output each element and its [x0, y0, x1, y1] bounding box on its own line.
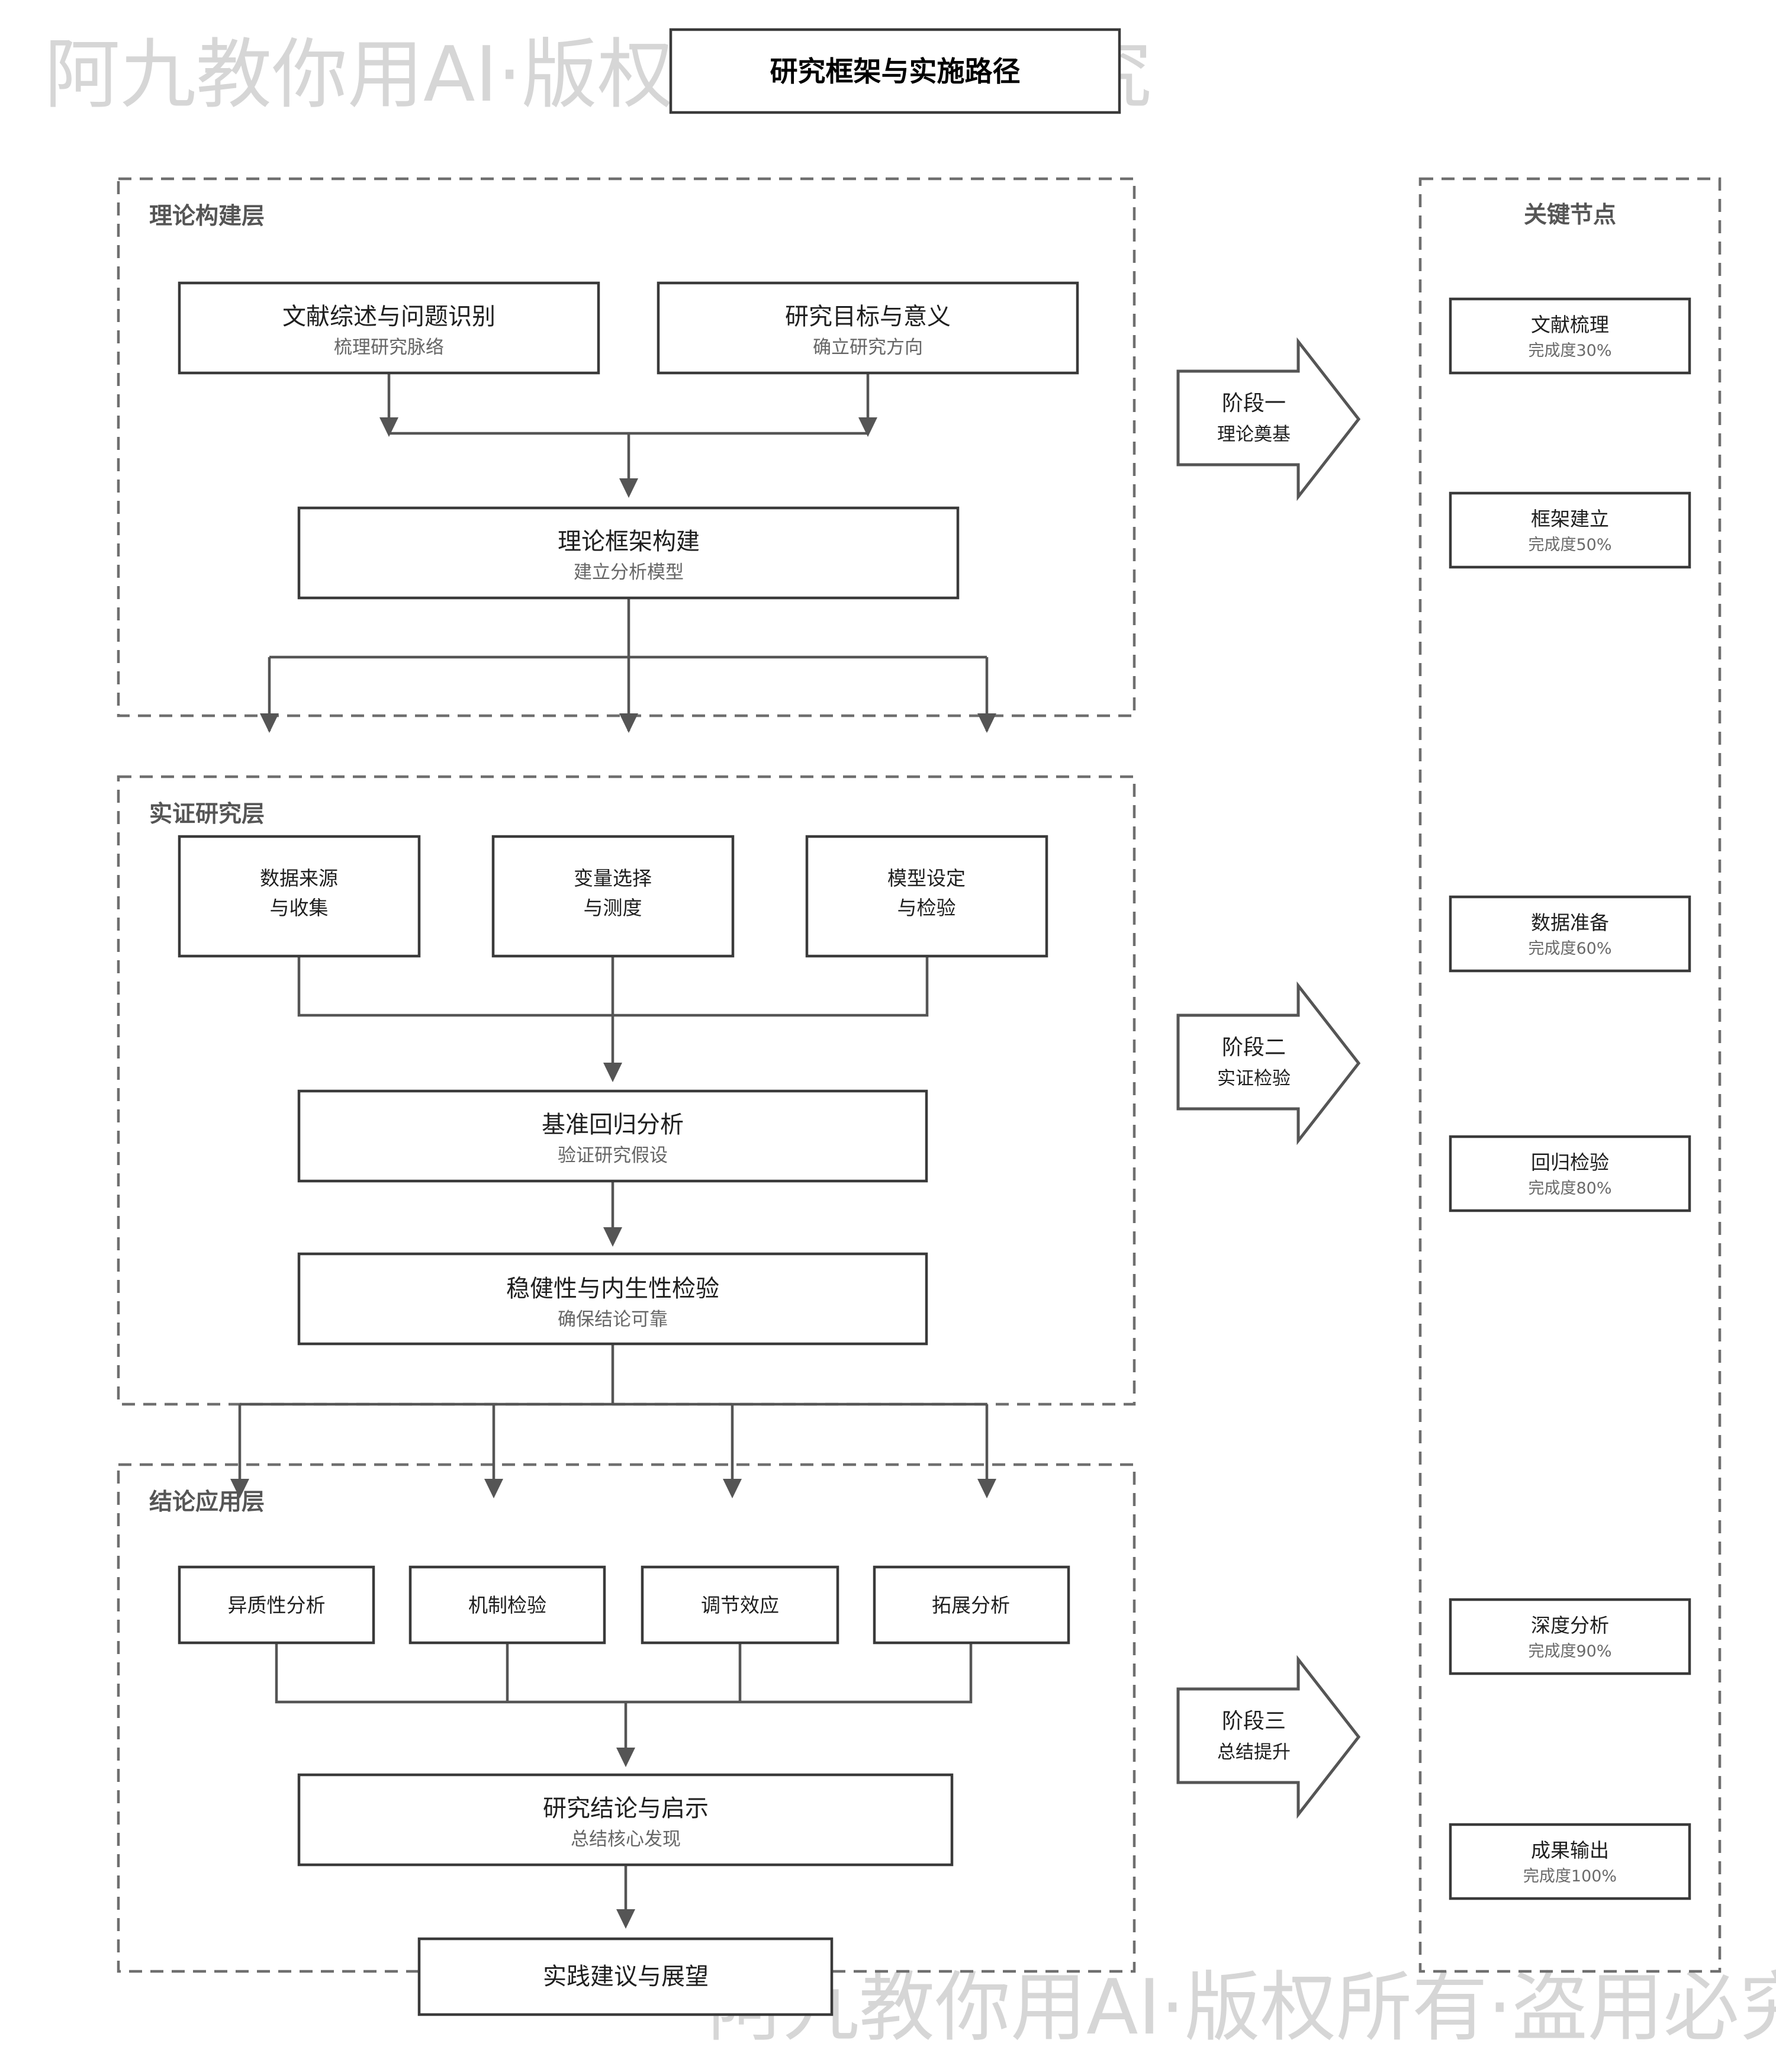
milestones-heading: 关键节点: [1524, 202, 1616, 229]
heterogeneity-label: 异质性分析: [228, 1594, 326, 1617]
model-spec-line2: 与检验: [897, 896, 956, 919]
data-source-line1: 数据来源: [260, 867, 338, 890]
diagram-title: 研究框架与实施路径: [770, 56, 1021, 88]
baseline-regression-title: 基准回归分析: [542, 1111, 684, 1138]
theory-framework-title: 理论框架构建: [558, 528, 700, 555]
watermark-bottom: 阿九教你用AI·版权所有·盗用必究: [707, 1964, 1776, 2052]
arrowhead-findings: [616, 1748, 635, 1767]
milestone-5-progress: 完成度90%: [1528, 1642, 1611, 1661]
phase-2-subtitle: 实证检验: [1217, 1068, 1291, 1089]
extension-label: 拓展分析: [932, 1594, 1010, 1617]
arrowhead-recommendations: [616, 1909, 635, 1929]
phase-3-arrow: [1176, 1655, 1361, 1819]
theory-layer-section: [117, 177, 1136, 718]
heterogeneity-box: [178, 1565, 375, 1645]
empirical-layer-section: [117, 775, 1136, 1406]
milestone-5-box: [1449, 1598, 1691, 1675]
moderation-label: 调节效应: [701, 1594, 779, 1617]
literature-review-subtitle: 梳理研究脉络: [334, 337, 444, 358]
arrowhead-empirical-out-4: [977, 1479, 996, 1498]
phase-1-arrow: [1176, 337, 1361, 501]
research-goals-subtitle: 确立研究方向: [813, 337, 923, 358]
milestone-3-progress: 完成度60%: [1528, 940, 1611, 958]
milestone-2-box: [1449, 491, 1691, 569]
title-box: [669, 28, 1121, 114]
arrowheads: [230, 417, 996, 1929]
research-goals-box: [657, 281, 1079, 375]
arrowhead-robustness: [603, 1227, 622, 1247]
mechanism-label: 机制检验: [468, 1594, 546, 1617]
milestone-4-name: 回归检验: [1531, 1151, 1609, 1174]
literature-review-title: 文献综述与问题识别: [282, 303, 496, 330]
phase-3-subtitle: 总结提升: [1217, 1742, 1291, 1763]
phase-3-title: 阶段三: [1222, 1709, 1286, 1733]
phase-2-arrow: [1176, 981, 1361, 1146]
findings-title: 研究结论与启示: [543, 1795, 709, 1822]
milestone-1-name: 文献梳理: [1531, 313, 1609, 336]
milestone-4-box: [1449, 1135, 1691, 1212]
model-spec-box: [805, 835, 1048, 958]
milestone-2-progress: 完成度50%: [1528, 536, 1611, 554]
arrowhead-goals: [858, 417, 877, 437]
milestone-4-progress: 完成度80%: [1528, 1179, 1611, 1198]
research-goals-title: 研究目标与意义: [785, 303, 951, 330]
milestone-6-name: 成果输出: [1531, 1839, 1609, 1862]
arrowhead-framework: [619, 478, 638, 498]
phase-2-title: 阶段二: [1222, 1035, 1286, 1060]
recommendations-label: 实践建议与展望: [543, 1963, 709, 1990]
data-source-line2: 与收集: [270, 896, 329, 919]
milestone-2-name: 框架建立: [1531, 507, 1609, 530]
milestone-1-box: [1449, 297, 1691, 375]
findings-box: [297, 1773, 954, 1867]
arrowhead-empirical-out-1: [230, 1479, 249, 1498]
milestone-3-name: 数据准备: [1531, 911, 1609, 934]
mechanism-box: [408, 1565, 606, 1645]
milestone-5-name: 深度分析: [1531, 1614, 1609, 1637]
milestone-6-progress: 完成度100%: [1523, 1867, 1617, 1886]
arrowhead-literature: [379, 417, 398, 437]
arrowhead-empirical-out-3: [723, 1479, 742, 1498]
milestone-1-progress: 完成度30%: [1528, 342, 1611, 360]
literature-review-box: [178, 281, 600, 375]
robustness-title: 稳健性与内生性检验: [506, 1275, 719, 1302]
robustness-box: [297, 1252, 928, 1346]
milestone-6-box: [1449, 1823, 1691, 1900]
baseline-regression-subtitle: 验证研究假设: [558, 1145, 668, 1166]
model-spec-line1: 模型设定: [887, 867, 966, 890]
conclusion-layer-label: 结论应用层: [149, 1489, 265, 1516]
connector-lines: [238, 373, 989, 1921]
baseline-regression-box: [297, 1089, 928, 1183]
arrowhead-theory-out-3: [977, 713, 996, 733]
phase-1-subtitle: 理论奠基: [1217, 424, 1291, 445]
robustness-subtitle: 确保结论可靠: [558, 1309, 668, 1330]
theory-framework-box: [297, 506, 960, 600]
findings-subtitle: 总结核心发现: [571, 1829, 681, 1850]
phase-1-title: 阶段一: [1222, 391, 1286, 416]
milestones-section: [1418, 177, 1722, 1973]
extension-box: [873, 1565, 1070, 1645]
data-source-box: [178, 835, 421, 958]
recommendations-box: [417, 1937, 834, 2016]
empirical-layer-label: 实证研究层: [149, 801, 265, 828]
arrowhead-empirical-out-2: [484, 1479, 503, 1498]
theory-framework-subtitle: 建立分析模型: [574, 562, 684, 583]
arrowhead-regression: [603, 1063, 622, 1082]
moderation-box: [641, 1565, 839, 1645]
connector-conclusion-merge: [275, 1643, 973, 1704]
variable-selection-box: [491, 835, 735, 958]
theory-layer-label: 理论构建层: [149, 203, 265, 230]
variable-selection-line2: 与测度: [584, 896, 642, 919]
variable-selection-line1: 变量选择: [574, 867, 652, 890]
milestone-3-box: [1449, 895, 1691, 973]
arrowhead-theory-out-1: [260, 713, 279, 733]
arrowhead-theory-out-2: [619, 713, 638, 733]
